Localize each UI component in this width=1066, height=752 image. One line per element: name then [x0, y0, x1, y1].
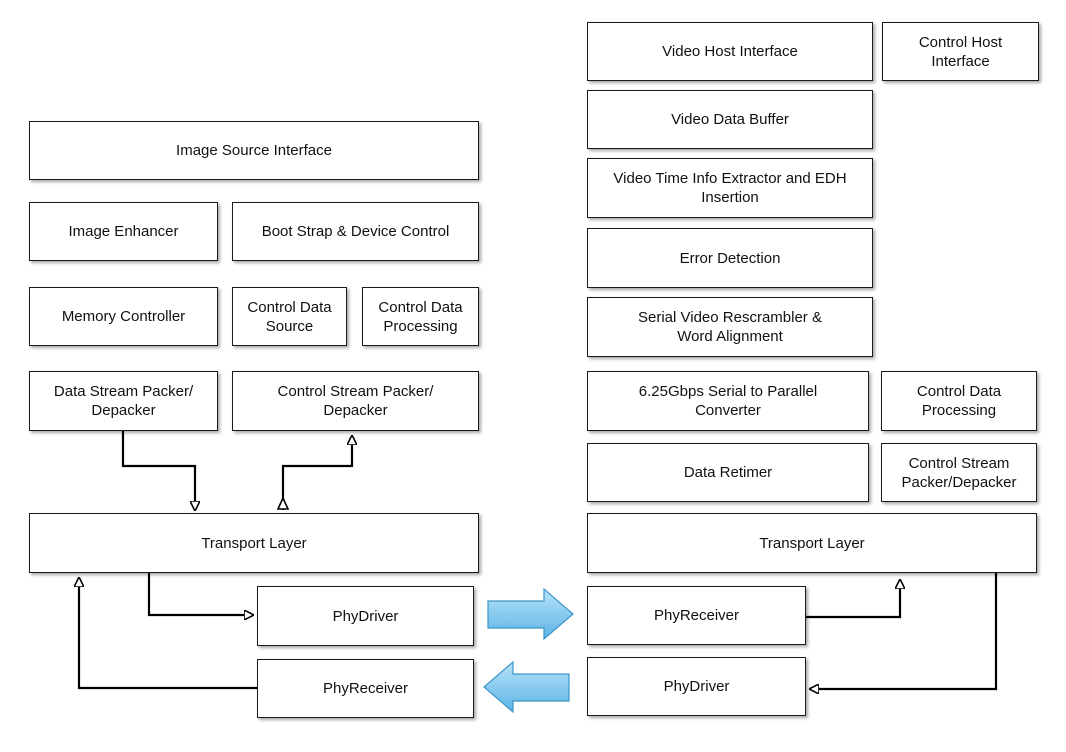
link-arrow-right — [487, 587, 574, 641]
control-packer-transport-line — [281, 436, 352, 510]
serial-to-parallel-converter-block: 6.25Gbps Serial to Parallel Converter — [587, 371, 869, 431]
phy-driver-block: PhyDriver — [257, 586, 474, 646]
data-retimer-block: Data Retimer — [587, 443, 869, 502]
boot-strap-device-control-block: Boot Strap & Device Control — [232, 202, 479, 261]
video-time-info-extractor-block: Video Time Info Extractor and EDH Insert… — [587, 158, 873, 218]
serial-video-rescrambler-block: Serial Video Rescrambler & Word Alignmen… — [587, 297, 873, 357]
control-host-interface-block: Control Host Interface — [882, 22, 1039, 81]
image-enhancer-block: Image Enhancer — [29, 202, 218, 261]
data-stream-packer-block: Data Stream Packer/ Depacker — [29, 371, 218, 431]
rx-transport-to-phydriver-line — [810, 573, 998, 689]
phyreceiver-to-transport-line — [79, 578, 257, 690]
rx-control-stream-packer-block: Control Stream Packer/Depacker — [881, 443, 1037, 502]
rx-phy-receiver-block: PhyReceiver — [587, 586, 806, 645]
memory-controller-block: Memory Controller — [29, 287, 218, 346]
image-source-interface-block: Image Source Interface — [29, 121, 479, 180]
video-data-buffer-block: Video Data Buffer — [587, 90, 873, 149]
control-stream-packer-block: Control Stream Packer/ Depacker — [232, 371, 479, 431]
video-host-interface-block: Video Host Interface — [587, 22, 873, 81]
transport-layer-block: Transport Layer — [29, 513, 479, 573]
phy-receiver-block: PhyReceiver — [257, 659, 474, 718]
rx-transport-layer-block: Transport Layer — [587, 513, 1037, 573]
link-arrow-left — [483, 660, 570, 714]
transport-bottom-arrowhead — [276, 496, 290, 510]
control-data-source-block: Control Data Source — [232, 287, 347, 346]
data-packer-to-transport-line — [121, 431, 195, 510]
rx-control-data-processing-block: Control Data Processing — [881, 371, 1037, 431]
rx-phyreceiver-to-transport-line — [806, 580, 900, 619]
rx-phy-driver-block: PhyDriver — [587, 657, 806, 716]
control-data-processing-block: Control Data Processing — [362, 287, 479, 346]
error-detection-block: Error Detection — [587, 228, 873, 288]
transport-to-phydriver-line — [147, 573, 253, 615]
